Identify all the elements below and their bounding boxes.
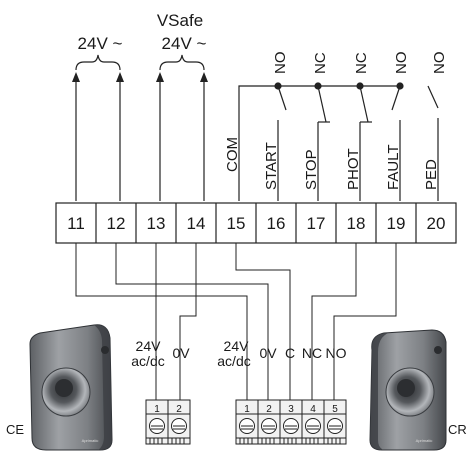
cr-block-number-2: 2 xyxy=(266,404,272,415)
terminal-16: 16 xyxy=(267,214,286,233)
terminal-strip xyxy=(55,202,457,244)
signal-label-phot: PHOT xyxy=(345,148,362,190)
vsafe-label: VSafe xyxy=(157,11,203,30)
left-voltage-label: 24V ~ xyxy=(78,34,123,53)
cr-0v-label: 0V xyxy=(259,345,277,361)
ce-block-number-2: 2 xyxy=(176,404,182,415)
contact-bus xyxy=(238,82,439,201)
cr-device-brand: Aprimatic xyxy=(416,438,433,443)
ce-terminal-block xyxy=(145,399,191,445)
contact-type-phot: NC xyxy=(353,52,370,74)
terminal-14: 14 xyxy=(187,214,206,233)
cr-sensor-device: Aprimatic xyxy=(369,329,447,451)
contact-type-ped: NO xyxy=(431,52,448,75)
terminal-12: 12 xyxy=(107,214,126,233)
cr-acdc-label: ac/dc xyxy=(217,353,250,369)
cr-no-label: NO xyxy=(326,345,347,361)
ce-sensor-device: Aprimatic xyxy=(29,324,113,451)
terminal-19: 19 xyxy=(387,214,406,233)
left-brace xyxy=(75,54,121,71)
terminal-13: 13 xyxy=(147,214,166,233)
terminal-11: 11 xyxy=(67,214,85,233)
cr-block-number-1: 1 xyxy=(244,404,250,415)
ce-device-brand: Aprimatic xyxy=(82,438,99,443)
cr-c-label: C xyxy=(285,345,295,361)
cr-24v-label: 24V xyxy=(224,338,250,354)
contact-type-start: NO xyxy=(272,52,289,75)
cr-nc-label: NC xyxy=(302,345,322,361)
ce-block-number-1: 1 xyxy=(154,404,160,415)
signal-label-stop: STOP xyxy=(303,149,320,190)
cr-name: CR xyxy=(448,422,467,437)
terminal-18: 18 xyxy=(347,214,366,233)
cr-terminal-block xyxy=(235,399,347,445)
terminal-17: 17 xyxy=(307,214,326,233)
signal-label-fault: FAULT xyxy=(385,144,402,190)
ce-name: CE xyxy=(6,422,24,437)
cr-block-number-3: 3 xyxy=(288,404,294,415)
contact-type-stop: NC xyxy=(312,52,329,74)
right-brace xyxy=(159,54,205,71)
cr-block-number-5: 5 xyxy=(332,404,338,415)
ce-0v-label: 0V xyxy=(172,345,190,361)
right-voltage-label: 24V ~ xyxy=(162,34,207,53)
signal-label-start: START xyxy=(263,142,280,190)
cr-block-number-4: 4 xyxy=(310,404,316,415)
signal-label-ped: PED xyxy=(423,159,440,190)
supply-arrows xyxy=(72,72,208,201)
contact-type-fault: NO xyxy=(393,52,410,75)
terminal-20: 20 xyxy=(427,214,446,233)
ce-acdc-label: ac/dc xyxy=(131,353,164,369)
lower-wiring xyxy=(75,243,397,402)
signal-label-com: COM xyxy=(224,137,241,172)
ce-24v-label: 24V xyxy=(136,338,162,354)
terminal-15: 15 xyxy=(227,214,246,233)
